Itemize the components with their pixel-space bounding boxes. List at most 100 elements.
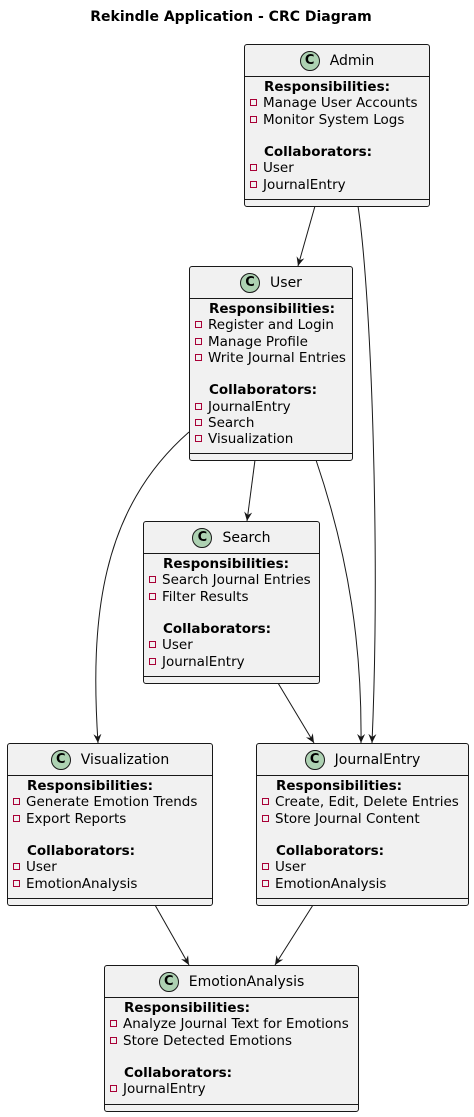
responsibilities-heading: Responsibilities: — [163, 556, 290, 572]
collaborator-item: User — [149, 637, 315, 653]
collaborators-heading: Collaborators: — [209, 382, 318, 399]
private-visibility-icon — [250, 115, 257, 123]
collaborator-item: JournalEntry — [195, 399, 348, 415]
collaborator-item: EmotionAnalysis — [262, 876, 464, 892]
private-visibility-icon — [149, 657, 156, 665]
class-attributes: Responsibilities:Generate Emotion Trends… — [13, 778, 208, 892]
collaborators-heading: Collaborators: — [124, 1065, 233, 1082]
collaborator-item: JournalEntry — [250, 177, 425, 193]
private-visibility-icon — [195, 435, 202, 443]
private-visibility-icon — [262, 879, 269, 887]
responsibility-item: Generate Emotion Trends — [13, 794, 208, 810]
class-icon: C — [192, 527, 213, 548]
private-visibility-icon — [110, 1085, 117, 1093]
methods-divider — [190, 453, 352, 454]
arrow-admin-to-journalentry — [357, 205, 377, 744]
responsibility-item: Analyze Journal Text for Emotions — [110, 1016, 354, 1032]
private-visibility-icon — [262, 863, 269, 871]
collaborator-item: User — [262, 859, 464, 875]
class-icon: C — [304, 749, 325, 770]
private-visibility-icon — [195, 321, 202, 329]
responsibilities-heading: Responsibilities: — [124, 1000, 251, 1016]
private-visibility-icon — [250, 99, 257, 107]
responsibility-item: Filter Results — [149, 589, 315, 605]
arrow-user-to-search — [244, 459, 256, 522]
collaborators-heading: Collaborators: — [27, 843, 136, 860]
collaborators-heading: Collaborators: — [276, 843, 385, 860]
responsibility-item: Export Reports — [13, 811, 208, 827]
collaborator-item: EmotionAnalysis — [13, 876, 208, 892]
arrow-journalentry-to-emotionanalysis — [274, 904, 314, 966]
responsibility-item: Monitor System Logs — [250, 112, 425, 128]
methods-divider — [245, 199, 429, 200]
private-visibility-icon — [195, 353, 202, 361]
responsibility-item: Register and Login — [195, 317, 348, 333]
class-icon: C — [158, 971, 179, 992]
class-icon: C — [240, 272, 261, 293]
responsibility-item: Search Journal Entries — [149, 572, 315, 588]
responsibility-item: Manage User Accounts — [250, 95, 425, 111]
collaborator-item: User — [13, 859, 208, 875]
diagram-title: Rekindle Application - CRC Diagram — [90, 9, 372, 25]
methods-divider — [144, 676, 319, 677]
private-visibility-icon — [195, 402, 202, 410]
private-visibility-icon — [262, 814, 269, 822]
responsibilities-heading: Responsibilities: — [209, 301, 336, 317]
class-header: C EmotionAnalysis — [105, 966, 358, 998]
class-header: C Visualization — [8, 744, 212, 776]
private-visibility-icon — [250, 164, 257, 172]
methods-divider — [105, 1104, 358, 1105]
class-name: Visualization — [80, 751, 170, 768]
class-icon: C — [50, 749, 71, 770]
collaborator-item: User — [250, 160, 425, 176]
class-header: C JournalEntry — [257, 744, 468, 776]
private-visibility-icon — [195, 419, 202, 427]
methods-divider — [257, 898, 468, 899]
private-visibility-icon — [149, 592, 156, 600]
class-header: C Admin — [245, 45, 429, 77]
collaborator-item: Search — [195, 415, 348, 431]
arrow-user-to-journalentry — [315, 459, 366, 744]
class-name: Search — [222, 529, 271, 546]
class-attributes: Responsibilities:Analyze Journal Text fo… — [110, 1000, 354, 1098]
responsibility-item: Create, Edit, Delete Entries — [262, 794, 464, 810]
responsibility-item: Write Journal Entries — [195, 350, 348, 366]
collaborator-item: Visualization — [195, 431, 348, 447]
private-visibility-icon — [13, 879, 20, 887]
private-visibility-icon — [13, 863, 20, 871]
private-visibility-icon — [110, 1020, 117, 1028]
responsibilities-heading: Responsibilities: — [276, 778, 403, 794]
private-visibility-icon — [149, 641, 156, 649]
class-name: Admin — [329, 52, 375, 69]
arrow-visualization-to-emotionanalysis — [154, 904, 190, 966]
private-visibility-icon — [250, 180, 257, 188]
arrow-user-to-visualization — [93, 431, 190, 744]
private-visibility-icon — [262, 798, 269, 806]
class-attributes: Responsibilities:Create, Edit, Delete En… — [262, 778, 464, 892]
responsibilities-heading: Responsibilities: — [264, 79, 391, 95]
collaborator-item: JournalEntry — [149, 654, 315, 670]
responsibility-item: Store Journal Content — [262, 811, 464, 827]
private-visibility-icon — [195, 337, 202, 345]
responsibility-item: Manage Profile — [195, 334, 348, 350]
class-header: C User — [190, 267, 352, 299]
responsibilities-heading: Responsibilities: — [27, 778, 154, 794]
class-name: User — [270, 274, 302, 291]
collaborators-heading: Collaborators: — [163, 621, 272, 638]
class-header: C Search — [144, 522, 319, 554]
private-visibility-icon — [13, 814, 20, 822]
private-visibility-icon — [13, 798, 20, 806]
arrow-admin-to-user — [296, 205, 316, 267]
class-icon: C — [299, 50, 320, 71]
class-name: EmotionAnalysis — [188, 973, 305, 990]
class-name: JournalEntry — [334, 751, 421, 768]
